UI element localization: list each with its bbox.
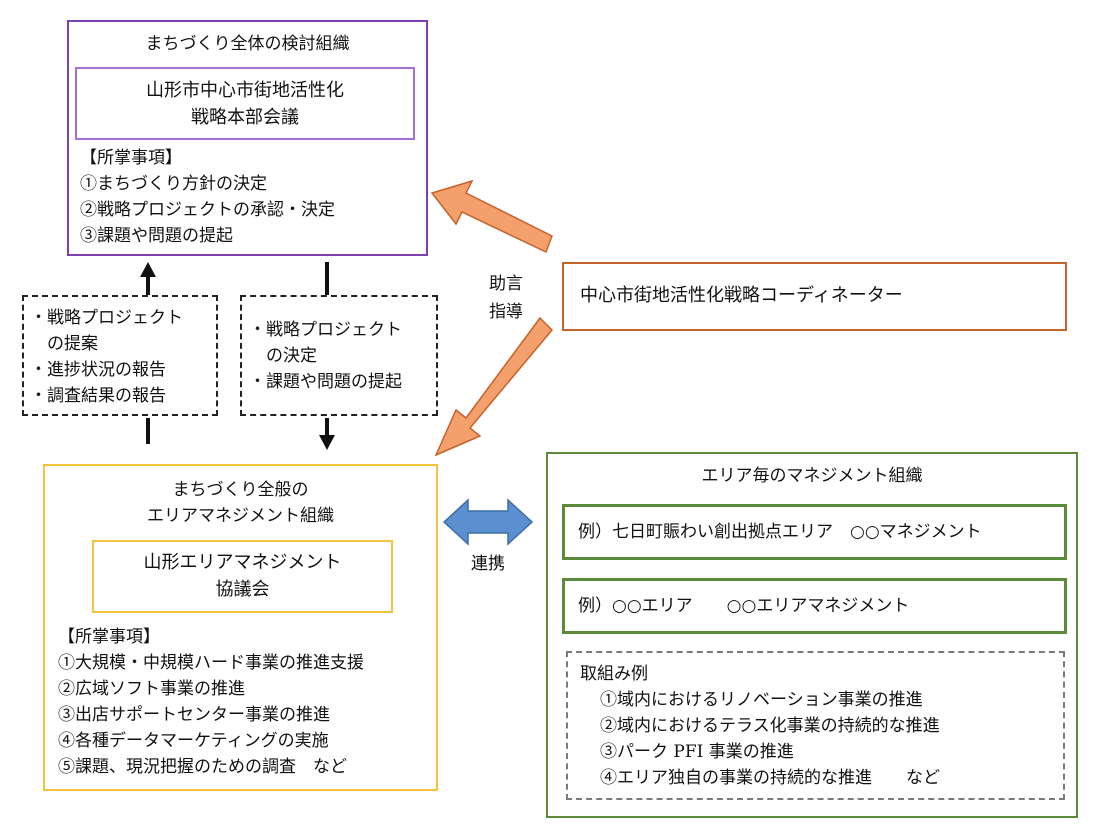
- report-down-box: [240, 295, 438, 416]
- area-duty-item: ①大規模・中規模ハード事業の推進支援: [58, 653, 364, 673]
- report-up-line: ・戦略プロジェクト: [30, 308, 183, 328]
- area-duty-item: ②広域ソフト事業の推進: [58, 679, 245, 699]
- report-down-line: ・戦略プロジェクト: [249, 320, 402, 340]
- report-up-arrow: [140, 262, 156, 444]
- report-up-box: [22, 295, 218, 416]
- initiative-item: ④エリア独自の事業の持続的な推進 など: [600, 768, 940, 788]
- area-duty-item: ④各種データマーケティングの実施: [58, 731, 329, 751]
- advice-arrow-down: [434, 316, 554, 457]
- report-down-line: の決定: [249, 346, 317, 366]
- yamagata-area-council-box: [92, 540, 393, 613]
- top-organization-box: [67, 20, 428, 256]
- report-up-line: ・進捗状況の報告: [30, 360, 166, 380]
- example-row-box: [562, 578, 1067, 634]
- top-duty-item: ②戦略プロジェクトの承認・決定: [80, 200, 335, 220]
- yamagata-area-council-line2: 協議会: [215, 579, 270, 600]
- area-duty-item: ⑤課題、現況把握のための調査 など: [58, 757, 347, 777]
- top-duties-header: 【所掌事項】: [80, 148, 182, 168]
- coordinator-label: 中心市街地活性化戦略コーディネーター: [580, 285, 903, 306]
- top-duty-item: ③課題や問題の提起: [80, 226, 233, 246]
- report-down-line: ・課題や問題の提起: [249, 372, 402, 392]
- initiatives-header: 取組み例: [580, 664, 648, 684]
- initiative-item: ①域内におけるリノベーション事業の推進: [600, 690, 923, 710]
- area-management-title-line1: まちづくり全般の: [172, 480, 309, 500]
- strategy-headquarters-line2: 戦略本部会議: [191, 107, 299, 128]
- advice-arrow-up: [430, 179, 553, 254]
- initiatives-box: [566, 651, 1065, 800]
- link-label: 連携: [471, 554, 505, 574]
- top-organization-title: まちづくり全体の検討組織: [145, 34, 350, 54]
- top-duty-item: ①まちづくり方針の決定: [80, 174, 267, 194]
- yamagata-area-council-line1: 山形エリアマネジメント: [143, 552, 342, 573]
- per-area-organization-box: [546, 452, 1078, 818]
- initiative-item: ③パーク PFI 事業の推進: [600, 742, 794, 762]
- initiative-item: ②域内におけるテラス化事業の持続的な推進: [600, 716, 940, 736]
- strategy-headquarters-box: [75, 67, 415, 140]
- example-row-2: 例）○○エリア ○○エリアマネジメント: [578, 596, 910, 616]
- area-duty-item: ③出店サポートセンター事業の推進: [58, 705, 330, 725]
- strategy-headquarters-line1: 山形市中心市街地活性化: [146, 80, 344, 101]
- example-row-box: [562, 504, 1067, 560]
- coordinator-box: [562, 262, 1067, 331]
- area-duties-header: 【所掌事項】: [58, 627, 160, 647]
- area-management-title-line2: エリアマネジメント組織: [147, 506, 334, 526]
- advice-label-line1: 助言: [489, 274, 523, 294]
- report-up-line: の提案: [30, 334, 98, 354]
- report-down-arrow: [319, 262, 335, 450]
- report-up-line: ・調査結果の報告: [30, 386, 166, 406]
- example-row-1: 例）七日町賑わい創出拠点エリア ○○マネジメント: [578, 522, 982, 542]
- advice-label-line2: 指導: [489, 302, 523, 322]
- area-management-box: [43, 464, 438, 791]
- link-double-arrow: [442, 498, 534, 546]
- per-area-organization-title: エリア毎のマネジメント組織: [701, 466, 923, 486]
